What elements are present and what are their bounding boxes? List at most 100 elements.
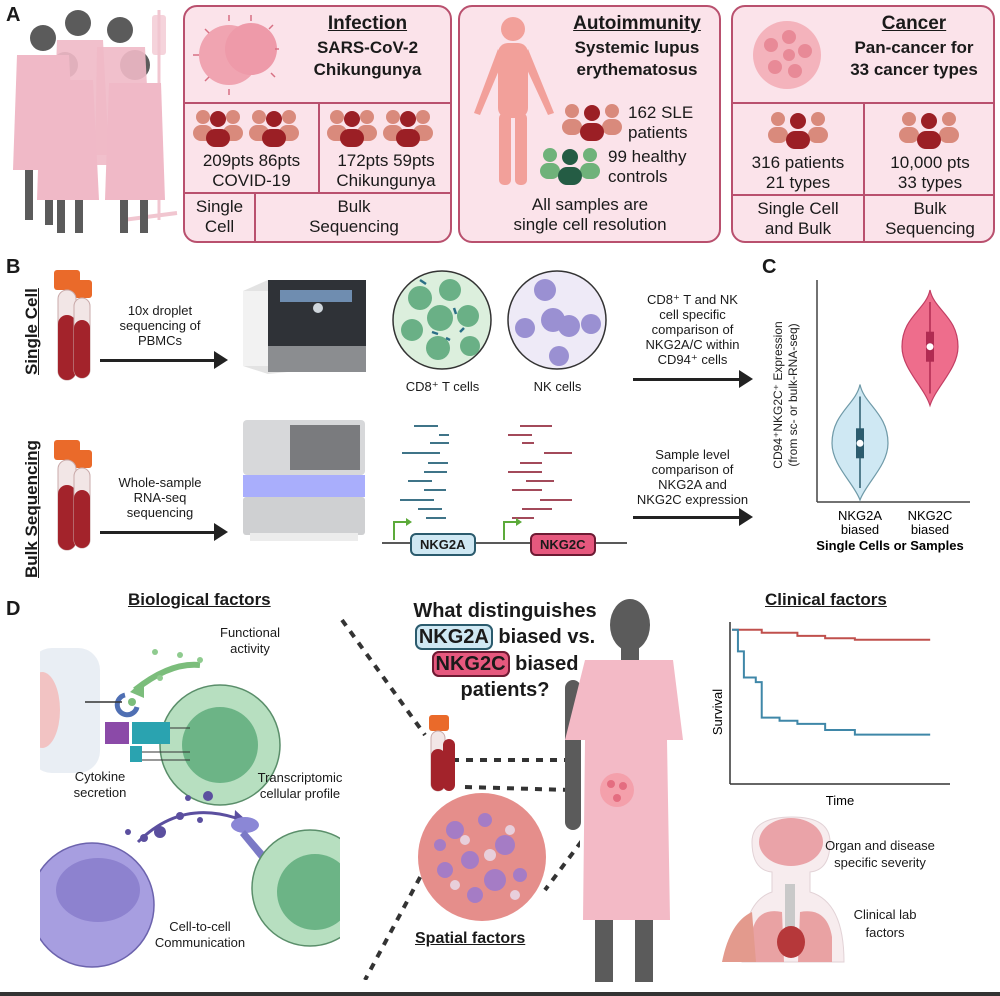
divider — [863, 102, 865, 241]
y-axis-label: Survival — [710, 689, 725, 735]
cancer-method-2a: Bulk — [913, 199, 947, 218]
panel-label-a: A — [6, 4, 21, 26]
covid-patients-icon — [193, 110, 299, 147]
heart-icon — [777, 926, 805, 958]
bulk-step-line-3: sequencing — [126, 505, 194, 520]
violin-chart: CD94⁺NKG2C⁺ Expression(from sc- or bulk-… — [771, 280, 970, 553]
cancer-subtitle-2: 33 cancer types — [850, 60, 978, 79]
survival-curve-chart: Survival Time — [710, 622, 950, 808]
chikungunya-label: Chikungunya — [336, 171, 436, 190]
bulk-comparison-line-4: NKG2C expression — [636, 492, 749, 507]
tumor-icon — [753, 21, 821, 89]
arrow-icon — [633, 370, 753, 388]
bulk-comparison-line-1: Sample level — [655, 447, 730, 462]
target-cell-icon — [40, 648, 100, 773]
cancer-sc-patients-icon — [768, 112, 828, 149]
bulk-row-label: Bulk Sequencing — [22, 440, 41, 578]
cancer-method-1a: Single Cell — [757, 199, 839, 218]
cell-communication-2: Communication — [154, 935, 246, 950]
single-cell-row-label: Single Cell — [22, 288, 41, 375]
question-line-3: NKG2C biased — [370, 651, 640, 677]
cancer-bulk-count: 10,000 pts — [890, 153, 970, 172]
human-body-icon — [474, 17, 554, 185]
divider — [733, 194, 993, 196]
cancer-method-2b: Sequencing — [885, 219, 975, 238]
curved-arrow-icon — [133, 661, 201, 693]
human-organs-illustration — [722, 816, 845, 963]
receptor-icon — [114, 692, 140, 718]
covid-patient-counts: 209pts 86pts — [202, 151, 301, 170]
cancer-bulk-patients-icon — [899, 112, 959, 149]
autoimmunity-subtitle-1: Systemic lupus — [574, 38, 700, 57]
divider — [185, 102, 450, 104]
lung-icon — [752, 911, 784, 962]
nk-cells-label: NK cells — [533, 379, 582, 394]
infection-subtitle-2: Chikungunya — [313, 60, 422, 79]
panel-label-b: B — [6, 256, 21, 278]
spatial-tissue-icon — [418, 793, 546, 921]
functional-activity-1: Functional — [220, 625, 280, 640]
responder-cell-icon — [251, 829, 340, 947]
divider — [318, 102, 320, 192]
organ-severity-1: Organ and disease — [825, 838, 935, 853]
bottom-border — [0, 992, 1000, 996]
brain-icon — [759, 818, 823, 866]
clinical-lab-1: Clinical lab — [853, 907, 917, 922]
arrow-icon — [100, 523, 228, 541]
method-bulk-1: Bulk — [337, 197, 371, 216]
receptor-complex-icon — [105, 722, 129, 744]
blood-tube-icon — [54, 440, 92, 551]
bulk-sequencer-icon — [243, 420, 365, 541]
sc-comparison-line-2: cell specific — [659, 307, 726, 322]
blood-tube-icon — [429, 715, 455, 792]
nk-cells-icon — [507, 270, 607, 370]
cancer-subtitle-1: Pan-cancer for — [854, 38, 974, 57]
sc-step-line-3: PBMCs — [137, 333, 183, 348]
nk-cell-icon — [40, 842, 155, 968]
cytokine-secretion-1: Cytokine — [74, 769, 126, 784]
sc-comparison-line-5: CD94⁺ cells — [657, 352, 728, 367]
x-tick-label: NKG2C — [908, 508, 953, 523]
nkg2a-tag: NKG2A — [414, 624, 493, 650]
cancer-card: Cancer Pan-cancer for 33 cancer types 31… — [731, 5, 995, 243]
healthy-controls-count: 99 healthy — [608, 147, 687, 166]
cancer-bulk-types: 33 types — [897, 173, 963, 192]
bulk-step-line-2: RNA-seq — [133, 490, 187, 505]
infection-subtitle-1: SARS-CoV-2 — [316, 38, 419, 57]
cytokine-secretion-2: secretion — [73, 785, 127, 800]
t-cell-icon — [159, 684, 281, 806]
panel-label-c: C — [762, 256, 777, 278]
x-axis-label: Single Cells or Samples — [816, 538, 963, 553]
clinical-lab-2: factors — [865, 925, 905, 940]
y-axis-label: CD94⁺NKG2C⁺ Expression(from sc- or bulk-… — [771, 321, 800, 468]
question-text: biased vs. — [492, 626, 596, 648]
divider — [254, 192, 256, 241]
droplet-sequencer-icon — [243, 280, 366, 374]
method-bulk-2: Sequencing — [309, 217, 399, 236]
virus-icon — [193, 15, 279, 95]
question-text: biased — [509, 653, 579, 675]
tumor-icon — [600, 773, 634, 807]
transcriptomic-profile-1: Transcriptomic — [257, 770, 343, 785]
cell-communication-1: Cell-to-cell — [169, 919, 231, 934]
sc-comparison-line-4: NKG2A/C within — [645, 337, 740, 352]
bulk-comparison-line-3: NKG2A and — [658, 477, 727, 492]
autoimmunity-subtitle-2: erythematosus — [576, 60, 698, 79]
divider — [185, 192, 450, 194]
bulk-step-line-1: Whole-sample — [118, 475, 202, 490]
violin-median — [926, 343, 934, 351]
cancer-sc-types: 21 types — [765, 173, 831, 192]
sc-step-line-1: 10x droplet — [127, 303, 193, 318]
method-single-cell-2: Cell — [204, 217, 235, 236]
x-tick-label: biased — [841, 522, 879, 537]
infection-title: Infection — [327, 13, 408, 34]
arrow-icon — [100, 351, 228, 369]
sle-patients-count: 162 SLE — [628, 103, 694, 122]
chikungunya-patients-icon — [327, 110, 433, 147]
autoimmunity-card: Autoimmunity Systemic lupus erythematosu… — [458, 5, 721, 243]
violin-median — [856, 439, 864, 447]
cancer-sc-count: 316 patients — [751, 153, 845, 172]
cancer-title: Cancer — [881, 13, 947, 34]
question-line-1: What distinguishes — [413, 600, 597, 622]
nkg2c-gene-box: NKG2C — [530, 533, 596, 556]
